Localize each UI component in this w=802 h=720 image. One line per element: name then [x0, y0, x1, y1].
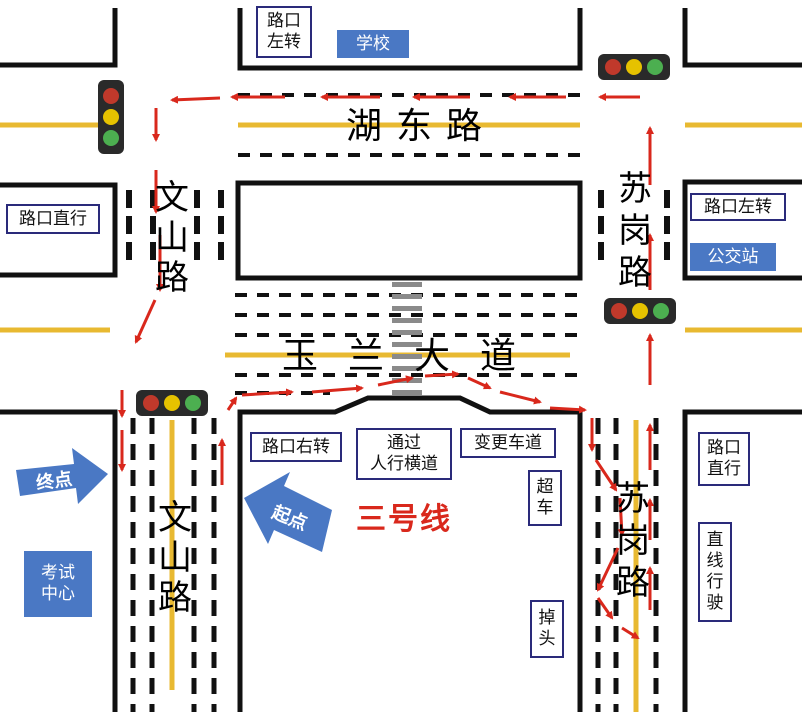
turn-left-top-label: 路口 左转 [256, 6, 312, 58]
overtake-label: 超 车 [528, 470, 562, 526]
straight-west-label: 路口直行 [6, 204, 100, 234]
bus-stop-label: 公交站 [690, 243, 776, 271]
school-label: 学校 [337, 30, 409, 58]
crosswalk-label: 通过 人行横道 [356, 428, 452, 480]
turn-left-east-label: 路口左转 [690, 193, 786, 221]
center-lines [0, 122, 802, 712]
route-title: 三号线 [356, 502, 452, 537]
southwest-traffic-light [136, 390, 208, 416]
change-lane-label: 变更车道 [460, 428, 556, 458]
northwest-traffic-light [98, 80, 124, 154]
wenshan-north-road-name: 文山路 [155, 178, 189, 298]
route-arrows [118, 93, 654, 640]
hudong-road-name: 湖东路 [346, 106, 496, 147]
straight-drive-label: 直 线 行 驶 [698, 522, 732, 622]
yulan-road-name: 玉兰大道 [282, 336, 546, 377]
sugang-south-lane-dashes [595, 418, 659, 712]
east-mid-traffic-light [604, 298, 676, 324]
sugang-south-road-name: 苏岗路 [616, 479, 650, 603]
exam-center-label: 考试 中心 [24, 551, 92, 617]
u-turn-label: 掉 头 [530, 600, 564, 658]
end-marker-label: 终点 [34, 468, 74, 495]
straight-east-label: 路口 直行 [698, 432, 750, 486]
wenshan-south-lane-dashes [130, 418, 217, 712]
road-edges [0, 8, 802, 712]
wenshan-south-road-name: 文山路 [158, 498, 192, 618]
sugang-north-road-name: 苏岗路 [618, 169, 652, 293]
turn-right-label: 路口右转 [250, 432, 342, 462]
sugang-north-lane-dashes [598, 190, 670, 260]
hudong-lane-dashes [238, 93, 582, 157]
northeast-traffic-light [598, 54, 670, 80]
yulan-crosswalk [392, 282, 422, 395]
wenshan-north-lane-dashes [126, 190, 224, 260]
